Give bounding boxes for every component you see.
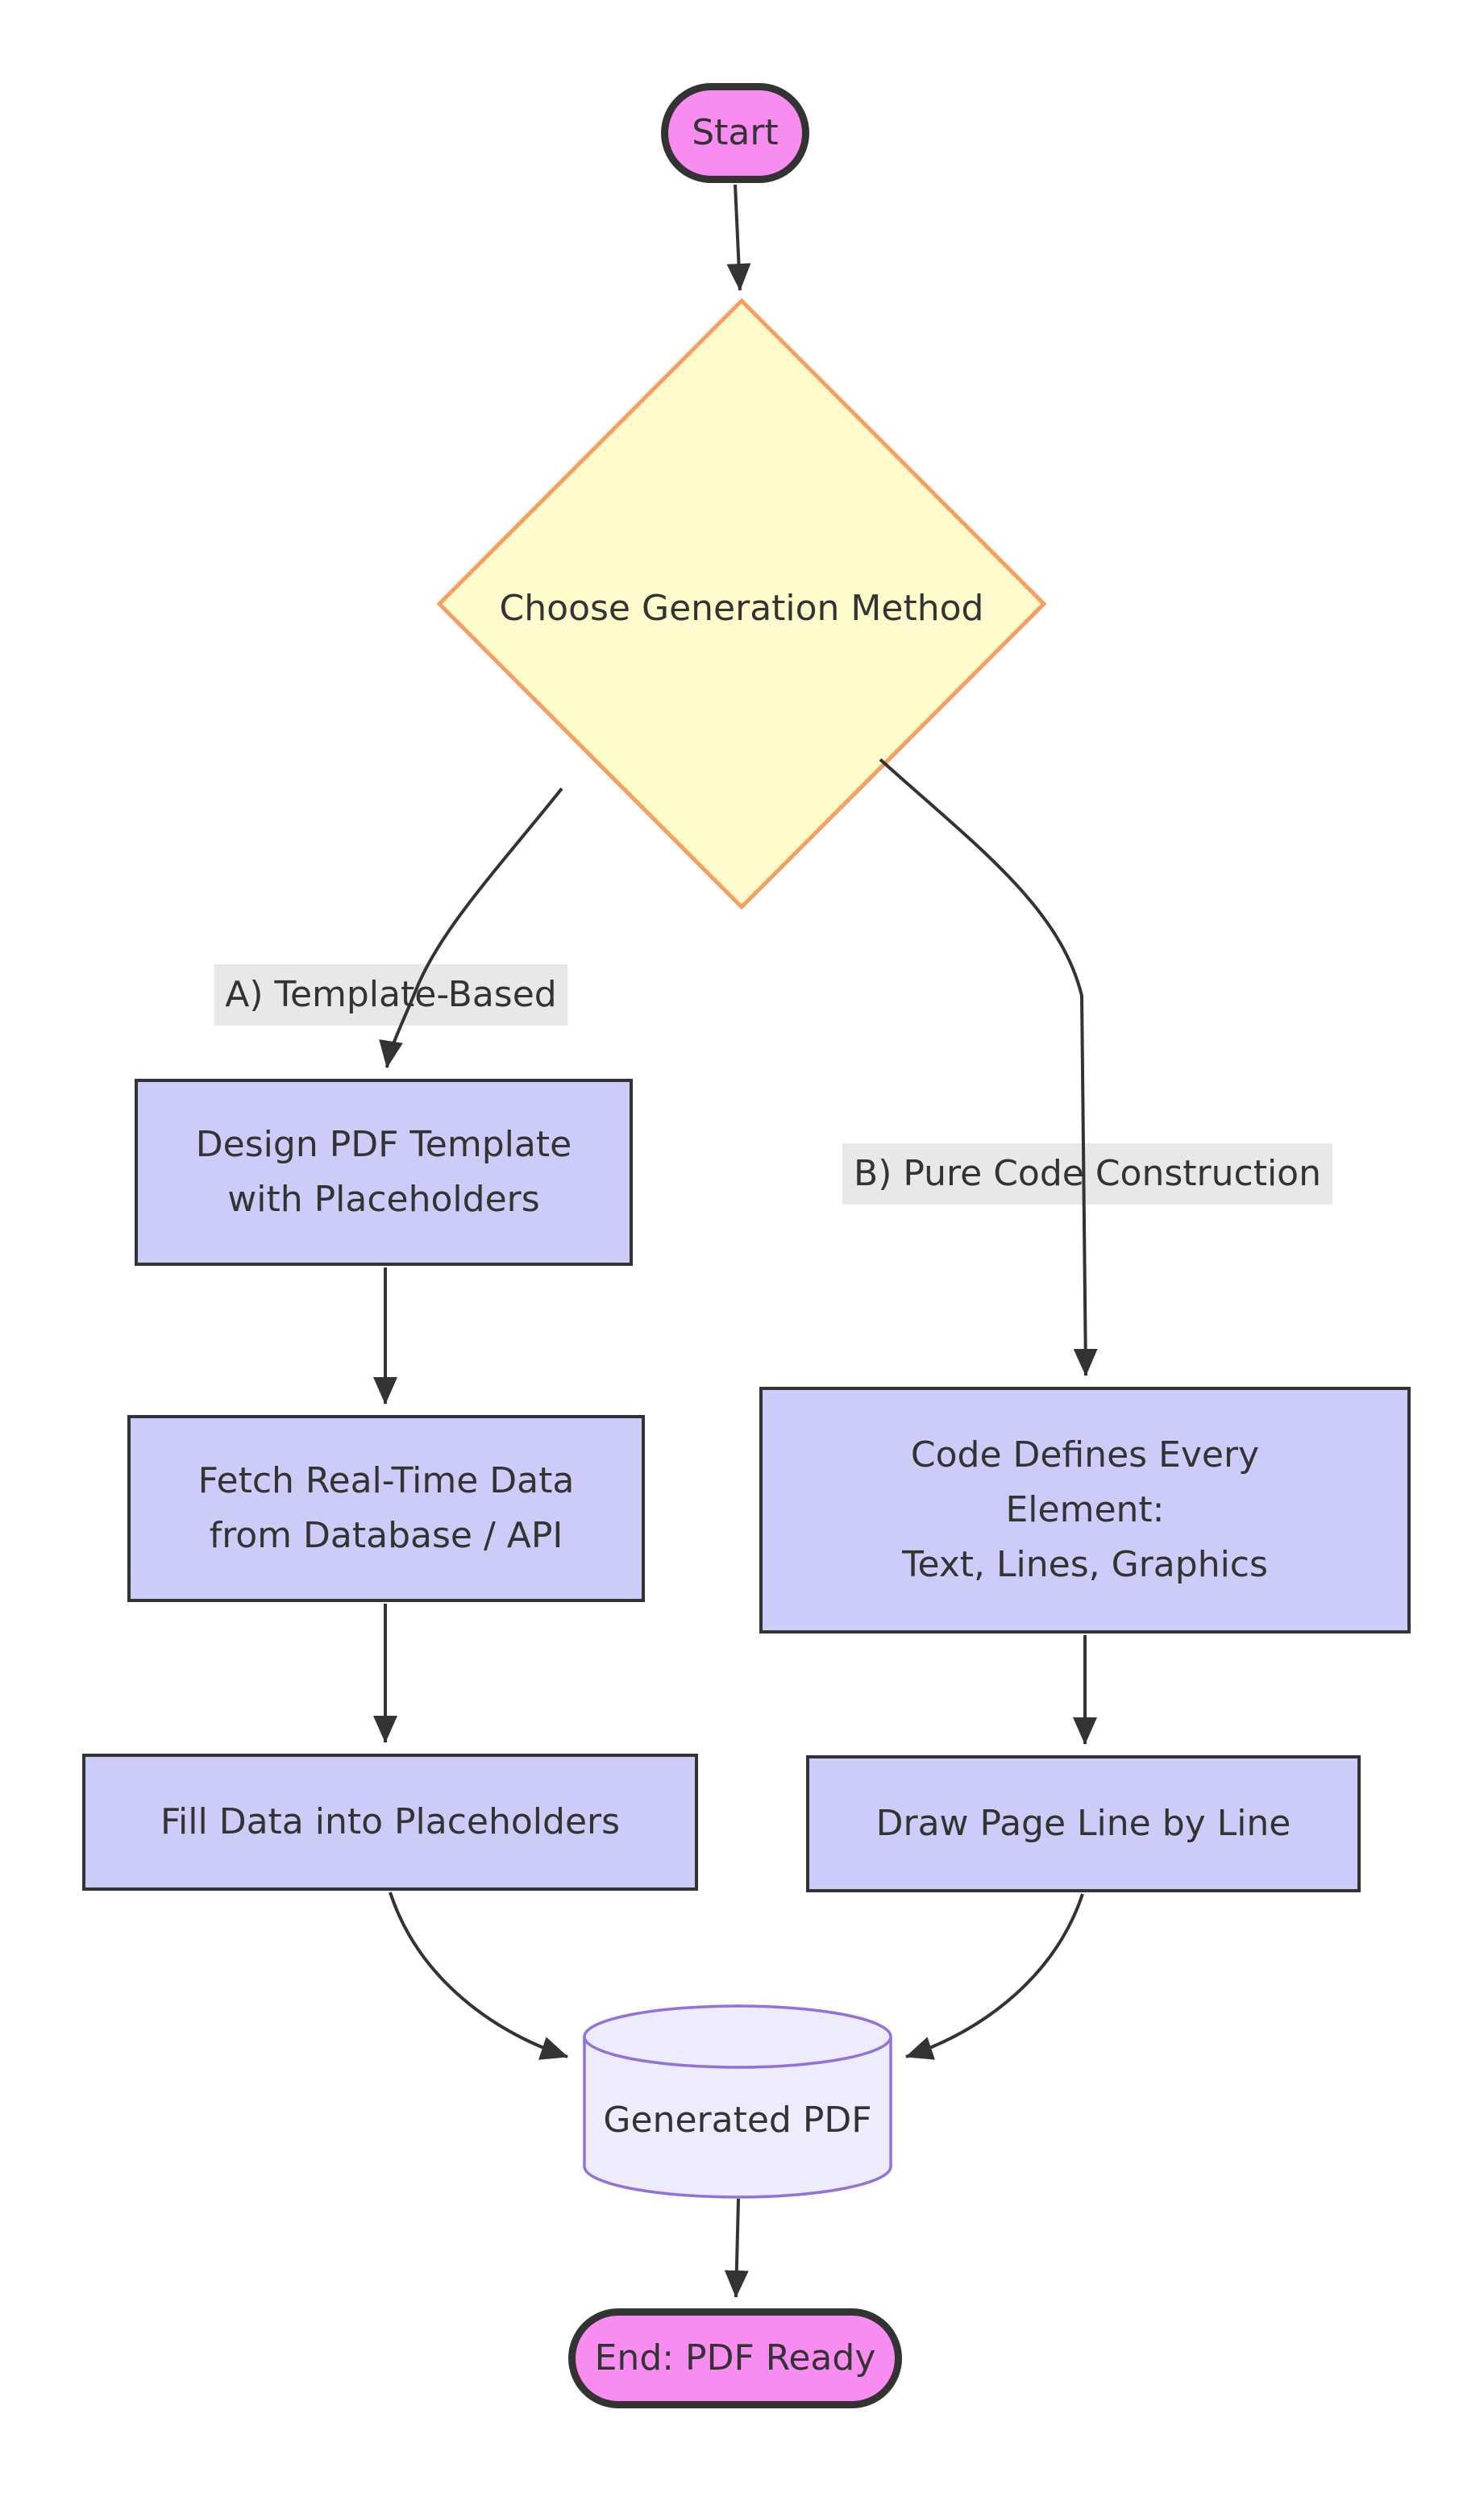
edge-draw-page-to-generated-pdf: [905, 1893, 1084, 2060]
decision-diamond-shape: [436, 298, 1047, 910]
edge-start-to-decision: [726, 184, 751, 291]
cylinder-top-ellipse: [583, 2004, 892, 2069]
draw-page-node: Draw Page Line by Line: [806, 1755, 1361, 1892]
generated-pdf-cylinder-shape: [583, 2004, 892, 2199]
design-template-node: Design PDF Template with Placeholders: [135, 1079, 633, 1266]
branch-b-label-bg: B) Pure Code Construction: [842, 1143, 1332, 1205]
start-node: Start: [661, 83, 809, 183]
generated-pdf-node-label: Generated PDF: [603, 2100, 872, 2141]
edge-decision-to-code-defines: [879, 758, 1098, 1376]
end-node: End: PDF Ready: [568, 2308, 902, 2408]
fetch-data-node: Fetch Real-Time Data from Database / API: [127, 1415, 645, 1602]
edge-generated-pdf-to-end: [724, 2198, 749, 2298]
edge-decision-to-design-template: [379, 787, 563, 1068]
branch-a-label-bg: A) Template-Based: [214, 964, 568, 1026]
code-defines-node: Code Defines Every Element: Text, Lines,…: [759, 1387, 1411, 1634]
branch-b-edge-label: B) Pure Code Construction: [854, 1153, 1321, 1194]
decision-node-label: Choose Generation Method: [499, 588, 984, 629]
fill-placeholders-node: Fill Data into Placeholders: [82, 1754, 698, 1891]
branch-a-edge-label: A) Template-Based: [225, 974, 557, 1015]
edge-fill-placeholders-to-generated-pdf: [389, 1892, 568, 2060]
